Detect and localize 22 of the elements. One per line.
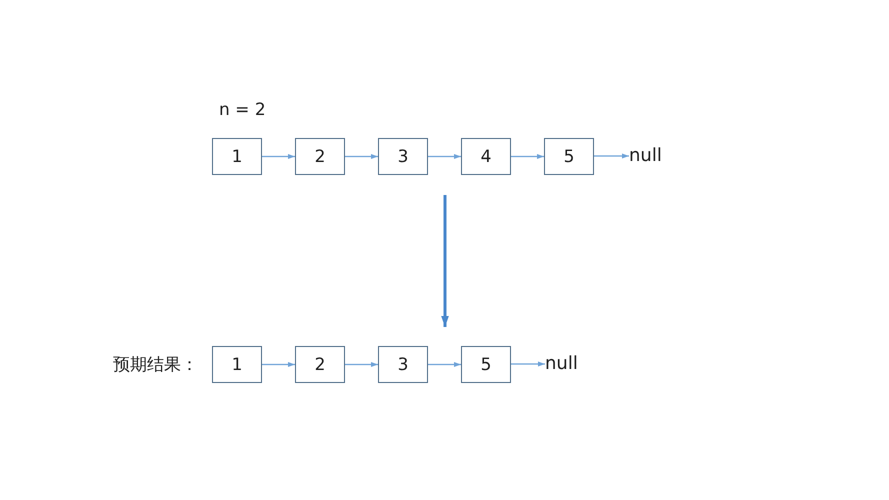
null-label: null [545,354,578,374]
list-node-box: 2 [295,346,345,383]
list-node-box: 1 [212,346,262,383]
null-label: null [629,146,662,166]
arrow [511,362,545,366]
arrow [262,154,295,159]
list-node-box: 3 [378,138,428,175]
list-node-box: 3 [378,346,428,383]
arrow [345,362,378,367]
arrow [262,362,295,367]
arrow [594,154,629,158]
variable-label: n = 2 [219,100,266,120]
list-node-box: 4 [461,138,511,175]
result-label: 预期结果： [113,355,198,375]
arrow [511,154,544,159]
list-node-box: 5 [461,346,511,383]
arrow [428,362,461,367]
list-node-box: 5 [544,138,594,175]
list-node-box: 2 [295,138,345,175]
arrow [345,154,378,159]
arrow [428,154,461,159]
list-node-box: 1 [212,138,262,175]
